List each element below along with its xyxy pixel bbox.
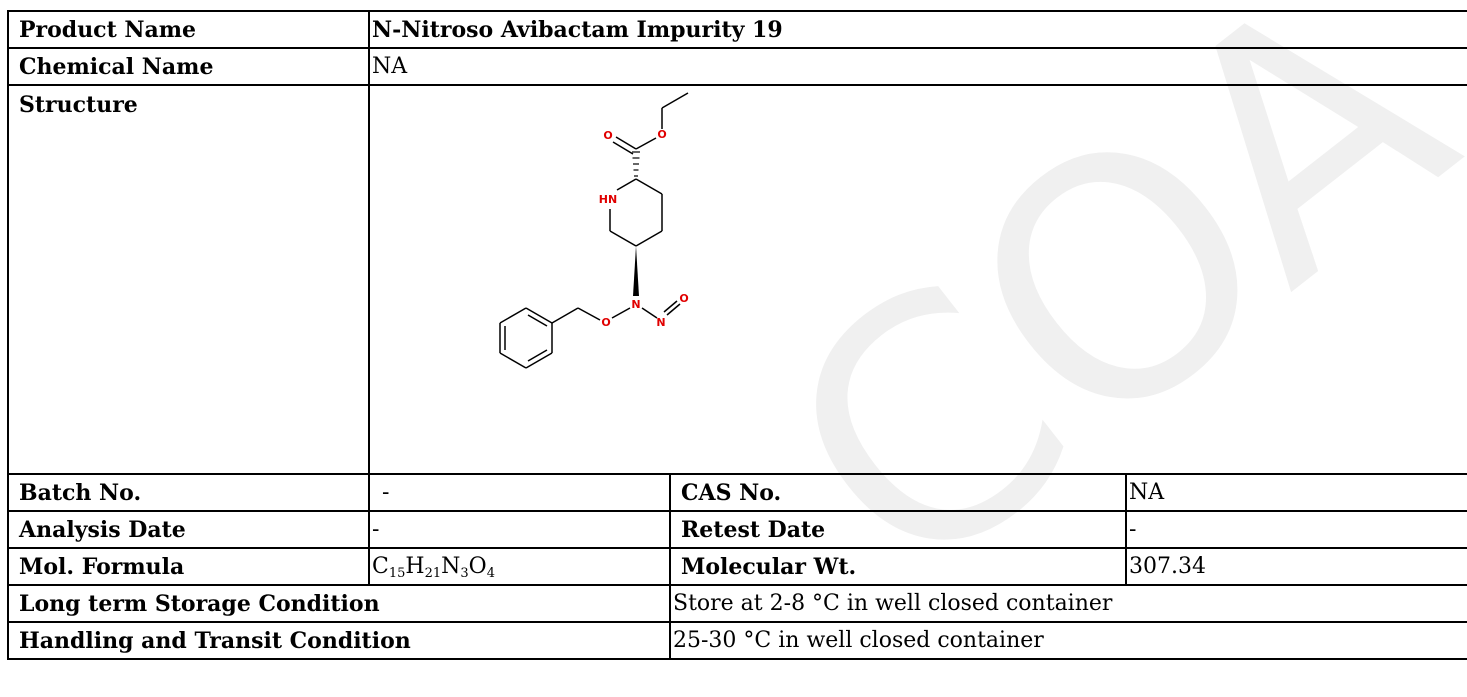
structure-diagram: O O HN N O N O: [499, 92, 689, 369]
handling-value: 25-30 °C in well closed container: [669, 621, 1467, 660]
atom-hn: HN: [599, 193, 617, 206]
mw-label: Molecular Wt.: [669, 547, 1127, 586]
bond-c-o-ester: [635, 137, 657, 150]
formula-label: Mol. Formula: [7, 547, 370, 586]
product-name-label: Product Name: [7, 10, 370, 49]
bond-ring-1: [609, 230, 637, 247]
bond-benzene-inner-2: [527, 349, 548, 362]
bond-carbonyl-c-o2: [612, 141, 634, 155]
chemical-name-label: Chemical Name: [7, 47, 370, 86]
bond-benzene-3: [525, 352, 553, 369]
row-product-name: Product Name N-Nitroso Avibactam Impurit…: [7, 10, 1467, 49]
bond-n-n: [641, 307, 658, 319]
atom-n-nitroso: N: [656, 316, 665, 329]
handling-label: Handling and Transit Condition: [7, 621, 671, 660]
row-chemical-name: Chemical Name NA: [7, 47, 1467, 86]
coa-table: Product Name N-Nitroso Avibactam Impurit…: [7, 10, 1467, 660]
mw-value: 307.34: [1125, 547, 1467, 586]
structure-wrap: O O HN N O N O: [371, 87, 1466, 406]
bond-ring-3: [616, 178, 637, 191]
chemical-name-value: NA: [368, 47, 1467, 86]
cas-value: NA: [1125, 473, 1467, 512]
row-storage: Long term Storage Condition Store at 2-8…: [7, 584, 1467, 623]
retest-label: Retest Date: [669, 510, 1127, 549]
analysis-label: Analysis Date: [7, 510, 370, 549]
bond-carbonyl-c-o1: [615, 136, 637, 150]
storage-label: Long term Storage Condition: [7, 584, 671, 623]
row-analysis-retest: Analysis Date - Retest Date -: [7, 510, 1467, 549]
bond-benzene-1: [525, 307, 553, 324]
product-name-value: N-Nitroso Avibactam Impurity 19: [368, 10, 1467, 49]
row-batch-cas: Batch No. - CAS No. NA: [7, 473, 1467, 512]
row-formula-mw: Mol. Formula C15H21N3O4 Molecular Wt. 30…: [7, 547, 1467, 586]
batch-value: -: [368, 473, 671, 512]
row-structure: Structure: [7, 84, 1467, 475]
bond-ch2-o: [577, 307, 601, 321]
bond-ph-ch2: [551, 307, 579, 324]
row-handling: Handling and Transit Condition 25-30 °C …: [7, 621, 1467, 660]
bond-ring-6: [635, 230, 663, 247]
retest-value: -: [1125, 510, 1467, 549]
atom-o-ester: O: [657, 128, 666, 141]
analysis-value: -: [368, 510, 671, 549]
atom-o-nitroso: O: [679, 292, 688, 305]
storage-value: Store at 2-8 °C in well closed container: [669, 584, 1467, 623]
structure-label: Structure: [7, 84, 370, 475]
bond-ring-4: [635, 178, 663, 195]
bond-o-n: [611, 307, 631, 319]
batch-label: Batch No.: [7, 473, 370, 512]
structure-cell: O O HN N O N O: [368, 84, 1467, 475]
atom-n-amine: N: [631, 298, 640, 311]
formula-value: C15H21N3O4: [368, 547, 671, 586]
bond-ch2-ch3: [661, 92, 689, 109]
bond-n-o-1: [666, 303, 681, 316]
wedge-c-n: [633, 246, 639, 296]
cas-label: CAS No.: [669, 473, 1127, 512]
bond-benzene-6: [499, 307, 527, 324]
bond-n-o-2: [663, 300, 678, 313]
atom-o-benzyloxy: O: [601, 316, 610, 329]
bond-benzene-inner-1: [527, 314, 548, 327]
bond-benzene-4: [499, 352, 527, 369]
atom-o-carbonyl: O: [603, 129, 612, 142]
